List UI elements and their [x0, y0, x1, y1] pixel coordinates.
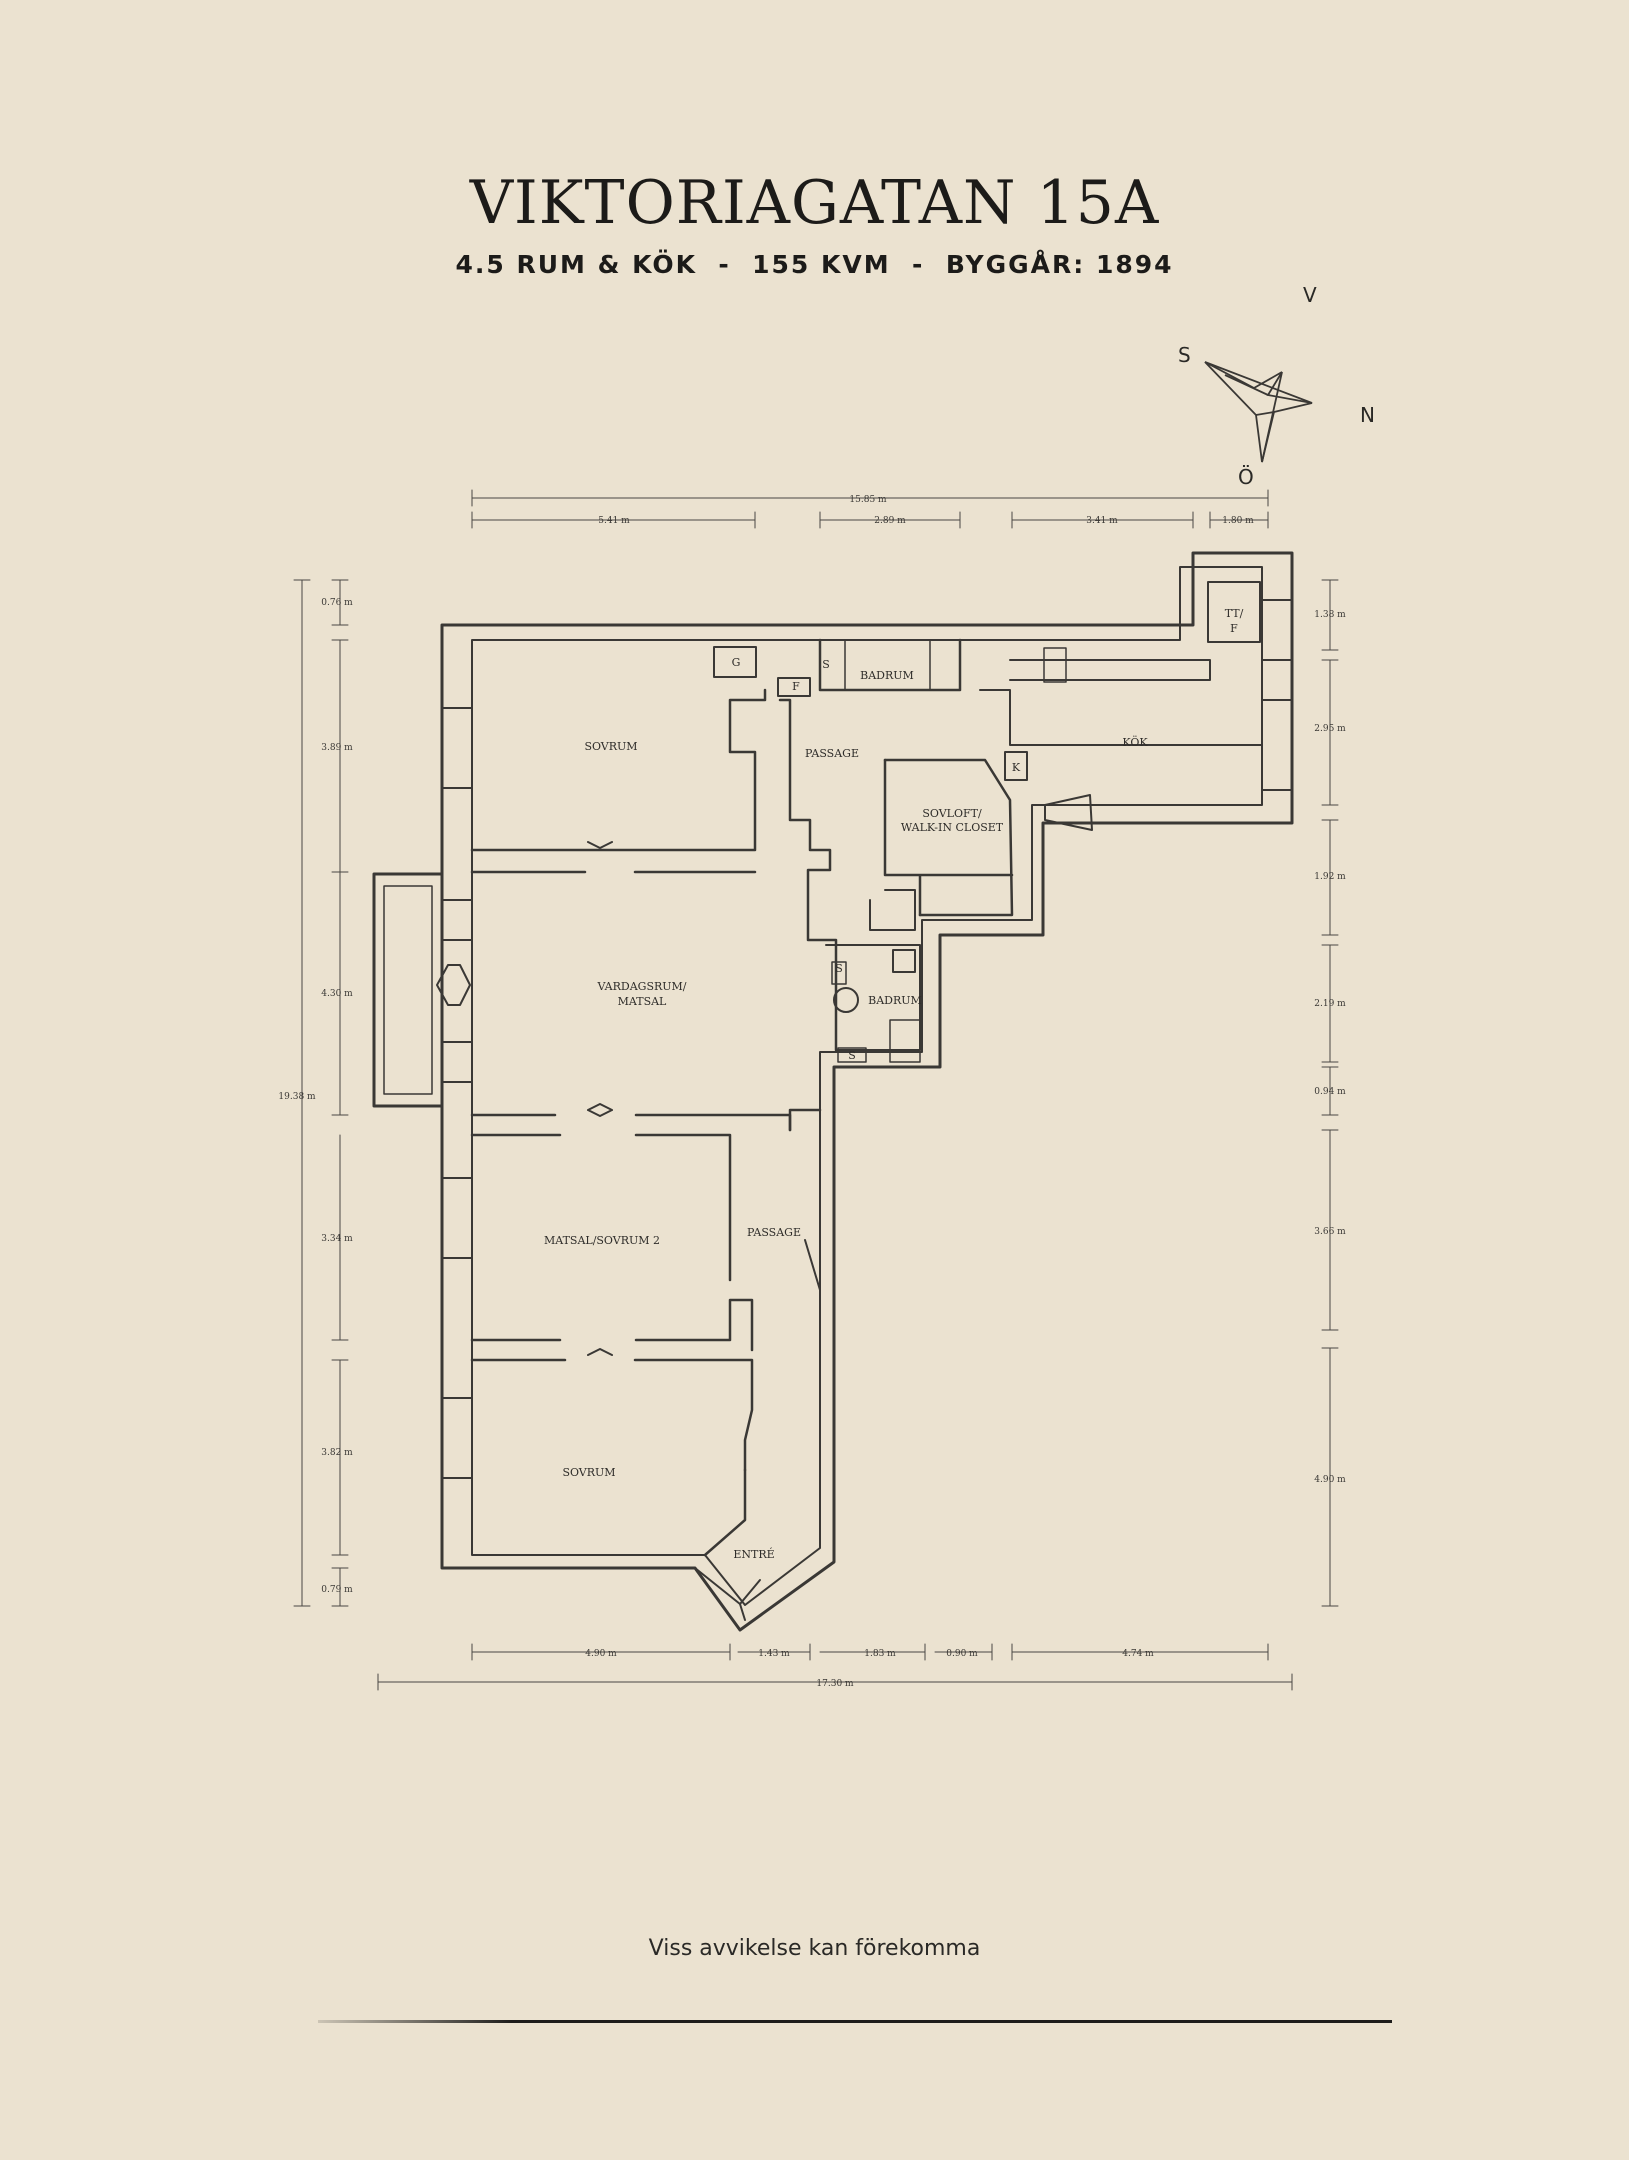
inner-wall [471, 566, 1263, 1606]
room-label-matsal-sovrum2: MATSAL/SOVRUM 2 [544, 1234, 660, 1247]
room-label-tt-f: F [1230, 622, 1238, 635]
room-label-f: F [792, 680, 800, 693]
dim-top-total: 15.85 m [849, 495, 887, 505]
room-label-vardagsrum: VARDAGSRUM/ [596, 980, 686, 993]
compass-east-label: Ö [1238, 465, 1254, 489]
dim-right-6: 3.66 m [1314, 1227, 1346, 1237]
dim-left-4: 3.34 m [321, 1234, 353, 1244]
compass-south-label: S [1178, 343, 1191, 367]
dim-left-3: 4.30 m [321, 989, 353, 999]
dim-bottom-4: 0.90 m [946, 1649, 978, 1659]
dim-left-1: 0.76 m [321, 598, 353, 608]
room-label-sovrum-bottom: SOVRUM [562, 1466, 615, 1479]
disclaimer-note: Viss avvikelse kan förekomma [648, 1936, 981, 1961]
dim-top-4: 1.80 m [1222, 516, 1254, 526]
room-label-badrum-top: BADRUM [860, 669, 914, 682]
dim-bottom-1: 4.90 m [585, 1649, 617, 1659]
outer-wall [440, 551, 1294, 1632]
dim-left-6: 0.79 m [321, 1585, 353, 1595]
room-label-g: G [732, 656, 741, 669]
room-label-s-mid-1: S [835, 962, 843, 975]
plan-subtitle: 4.5 RUM & KÖK - 155 KVM - BYGGÅR: 1894 [455, 250, 1174, 279]
dim-left-2: 3.89 m [321, 743, 353, 753]
room-label-s-top: S [822, 658, 830, 671]
dim-right-5: 0.94 m [1314, 1087, 1346, 1097]
compass-west-label: V [1303, 283, 1317, 307]
room-label-sovloft: SOVLOFT/ [922, 807, 982, 820]
room-label-sovrum-top: SOVRUM [584, 740, 637, 753]
balcony [372, 872, 444, 1108]
plan-title: VIKTORIAGATAN 15A [469, 168, 1160, 238]
dim-left-total: 19.38 m [278, 1092, 316, 1102]
dim-bottom-total: 17.30 m [816, 1679, 854, 1689]
room-label-passage-mid: PASSAGE [747, 1226, 801, 1239]
compass-north-label: N [1360, 403, 1375, 427]
dim-right-3: 1.92 m [1314, 872, 1346, 882]
dim-bottom-2: 1.43 m [758, 1649, 790, 1659]
room-label-passage-top: PASSAGE [805, 747, 859, 760]
dim-top-3: 3.41 m [1086, 516, 1118, 526]
dim-top-2: 2.89 m [874, 516, 906, 526]
room-label-matsal: MATSAL [618, 995, 667, 1008]
dim-bottom-5: 4.74 m [1122, 1649, 1154, 1659]
room-label-badrum-mid: BADRUM [868, 994, 922, 1007]
dim-bottom-3: 1.83 m [864, 1649, 896, 1659]
footer-divider [318, 2020, 1392, 2023]
room-label-tt: TT/ [1225, 607, 1244, 620]
dim-right-2: 2.95 m [1314, 724, 1346, 734]
room-label-walk-in-closet: WALK-IN CLOSET [901, 821, 1004, 834]
dim-left-5: 3.82 m [321, 1448, 353, 1458]
room-label-k: K [1012, 761, 1021, 774]
dim-top-1: 5.41 m [598, 516, 630, 526]
room-label-entre: ENTRÉ [733, 1547, 774, 1561]
room-label-s-mid-2: S [848, 1049, 856, 1062]
dim-right-7: 4.90 m [1314, 1475, 1346, 1485]
room-label-kok: KÖK [1122, 735, 1148, 749]
dim-right-1: 1.38 m [1314, 610, 1346, 620]
dim-right-4: 2.19 m [1314, 999, 1346, 1009]
compass-rose-icon [1204, 361, 1313, 463]
